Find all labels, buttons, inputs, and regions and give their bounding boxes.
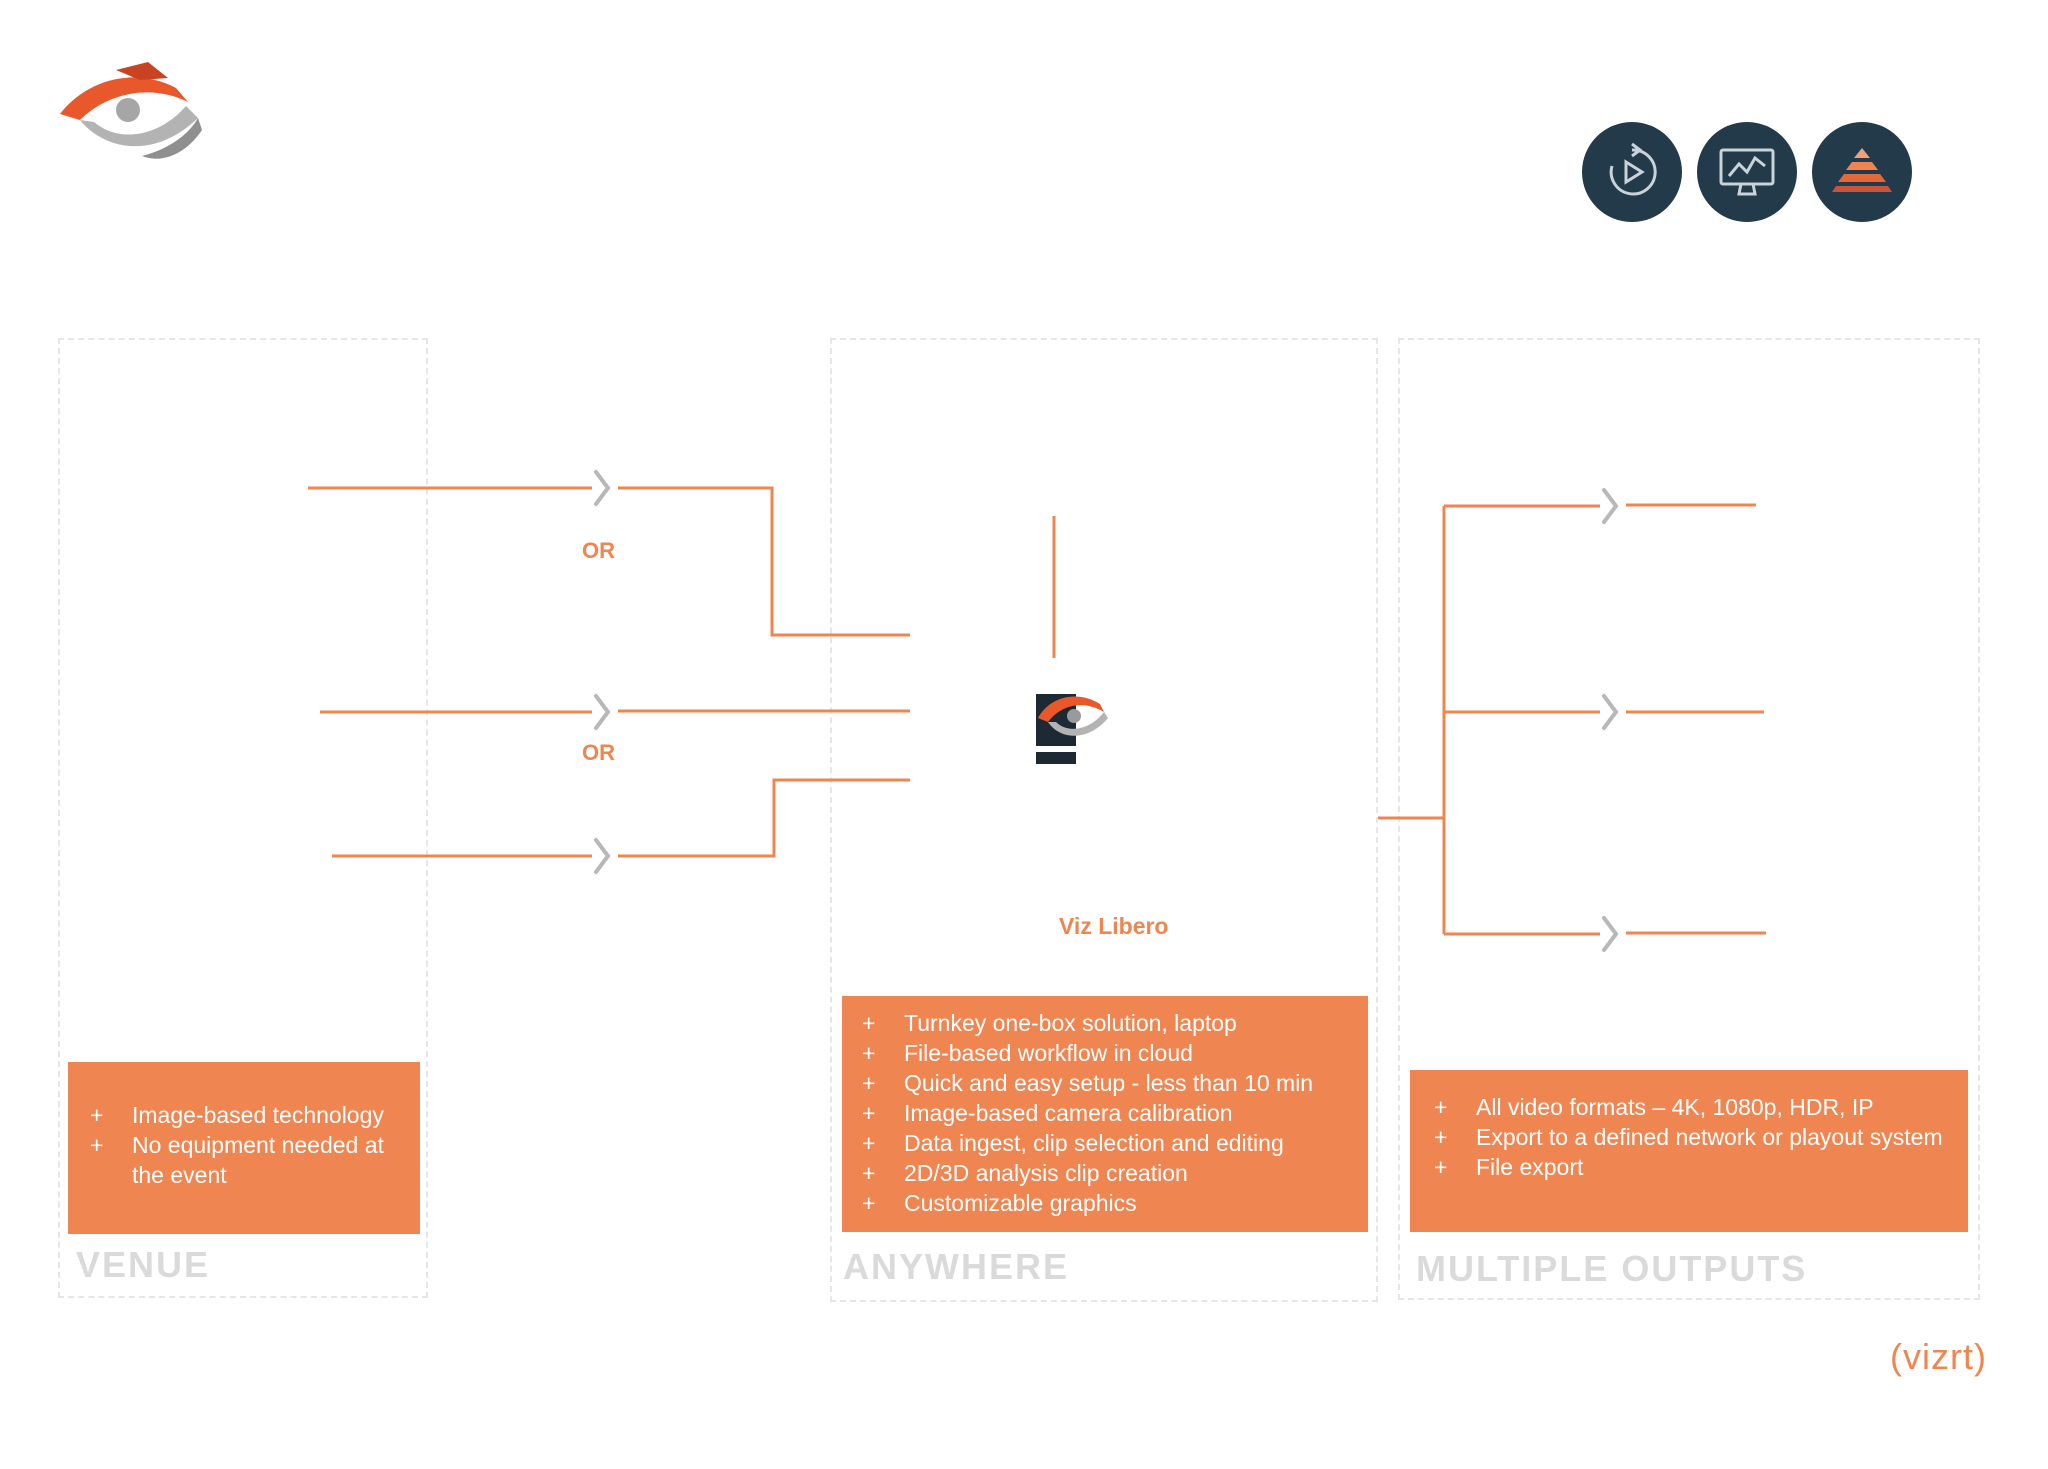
anywhere-bullet: Turnkey one-box solution, laptop	[850, 1008, 1362, 1038]
anywhere-bullet: Quick and easy setup - less than 10 min	[850, 1068, 1362, 1098]
anywhere-panel	[830, 338, 1378, 1302]
anywhere-bullet: Data ingest, clip selection and editing	[850, 1128, 1362, 1158]
anywhere-bullet: 2D/3D analysis clip creation	[850, 1158, 1362, 1188]
venue-panel	[58, 338, 428, 1298]
logo-eye-icon	[56, 58, 202, 166]
venue-info-box: Image-based technology No equipment need…	[68, 1062, 420, 1234]
venue-label: VENUE	[76, 1244, 211, 1285]
brand-text: vizrt	[1903, 1336, 1974, 1377]
analytics-monitor-icon	[1697, 122, 1797, 222]
anywhere-label: ANYWHERE	[843, 1246, 1070, 1287]
anywhere-bullet: File-based workflow in cloud	[850, 1038, 1362, 1068]
product-name: Viz Libero	[1059, 913, 1169, 939]
brand-paren-right: )	[1974, 1336, 1987, 1377]
anywhere-bullet: Image-based camera calibration	[850, 1098, 1362, 1128]
layers-pyramid-icon	[1812, 122, 1912, 222]
outputs-bullet: Export to a defined network or playout s…	[1422, 1122, 1948, 1152]
anywhere-bullets: Turnkey one-box solution, laptop File-ba…	[850, 1008, 1362, 1218]
anywhere-info-box: Turnkey one-box solution, laptop File-ba…	[842, 996, 1368, 1232]
outputs-bullets: All video formats – 4K, 1080p, HDR, IP E…	[1422, 1092, 1948, 1182]
anywhere-bullet: Customizable graphics	[850, 1188, 1362, 1218]
outputs-label: MULTIPLE OUTPUTS	[1416, 1248, 1808, 1289]
venue-bullet: Image-based technology	[78, 1100, 406, 1130]
venue-bullet: No equipment needed at the event	[78, 1130, 406, 1190]
replay-icon	[1582, 122, 1682, 222]
vizrt-logo: (vizrt)	[1890, 1336, 1987, 1378]
or-label-1: OR	[582, 538, 615, 563]
or-label-2: OR	[582, 740, 615, 765]
venue-bullets: Image-based technology No equipment need…	[78, 1100, 406, 1190]
outputs-info-box: All video formats – 4K, 1080p, HDR, IP E…	[1410, 1070, 1968, 1232]
outputs-bullet: All video formats – 4K, 1080p, HDR, IP	[1422, 1092, 1948, 1122]
viz-libero-logo-icon	[1034, 684, 1110, 764]
outputs-bullet: File export	[1422, 1152, 1948, 1182]
brand-paren-left: (	[1890, 1336, 1903, 1377]
